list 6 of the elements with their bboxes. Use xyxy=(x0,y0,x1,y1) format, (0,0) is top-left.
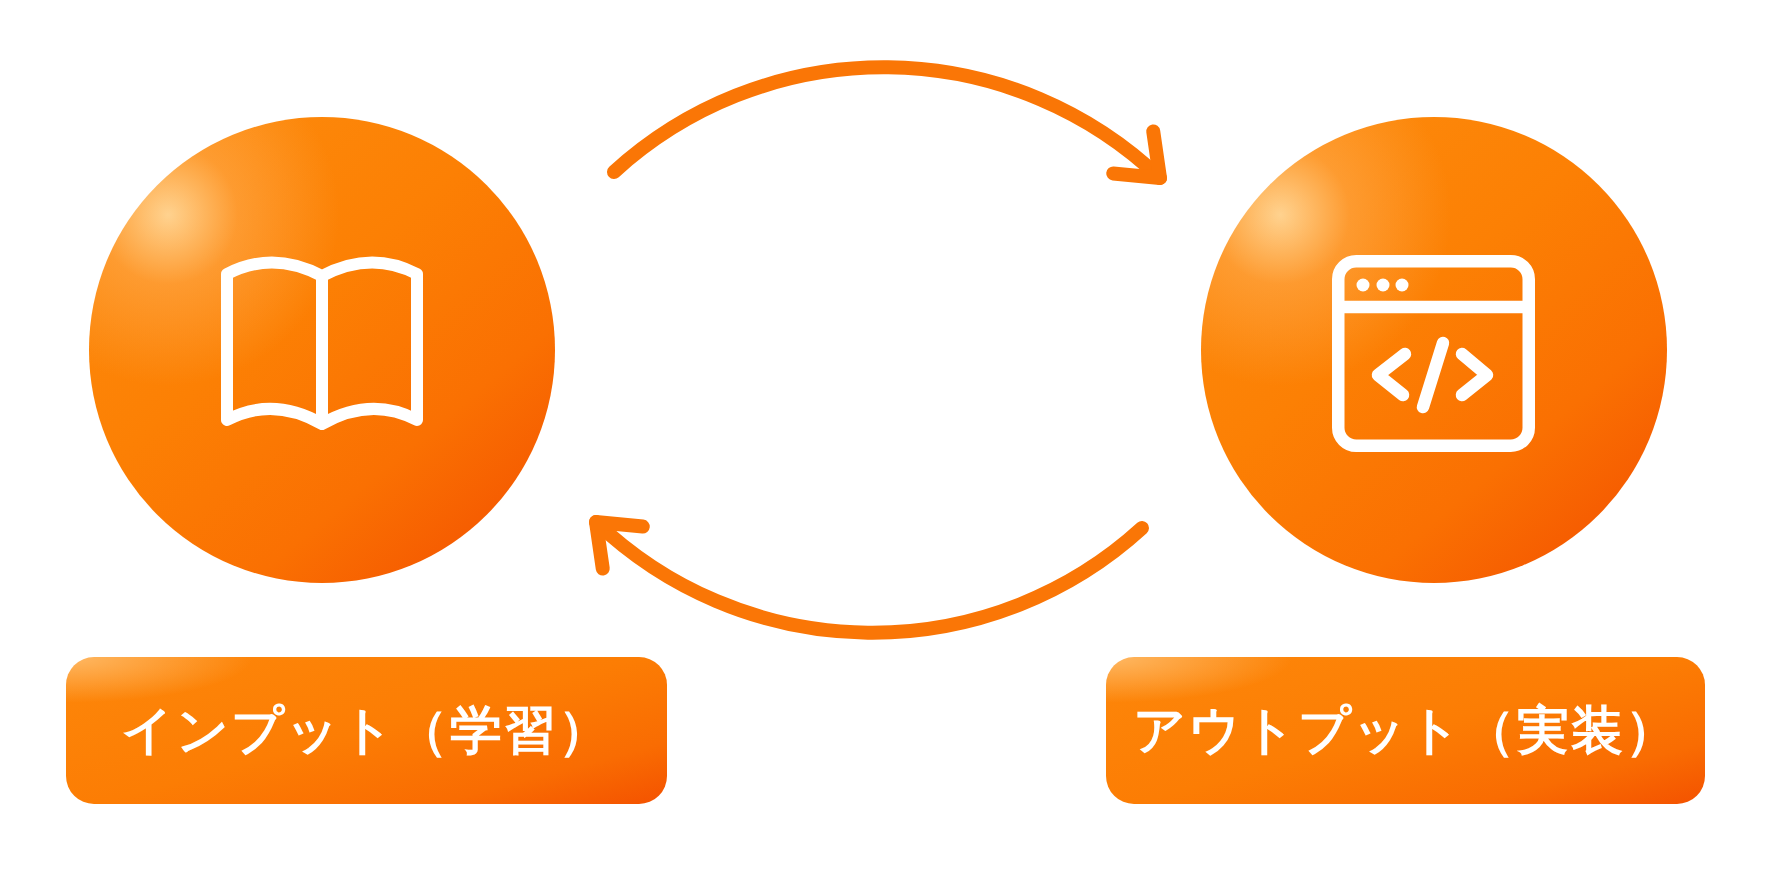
step-label: インプット（学習） xyxy=(121,699,612,762)
label-banner xyxy=(1106,657,1705,804)
arrow xyxy=(589,515,1149,640)
arrow xyxy=(607,60,1167,185)
label-banner xyxy=(66,657,667,804)
step-label: アウトプット（実装） xyxy=(1132,699,1679,762)
